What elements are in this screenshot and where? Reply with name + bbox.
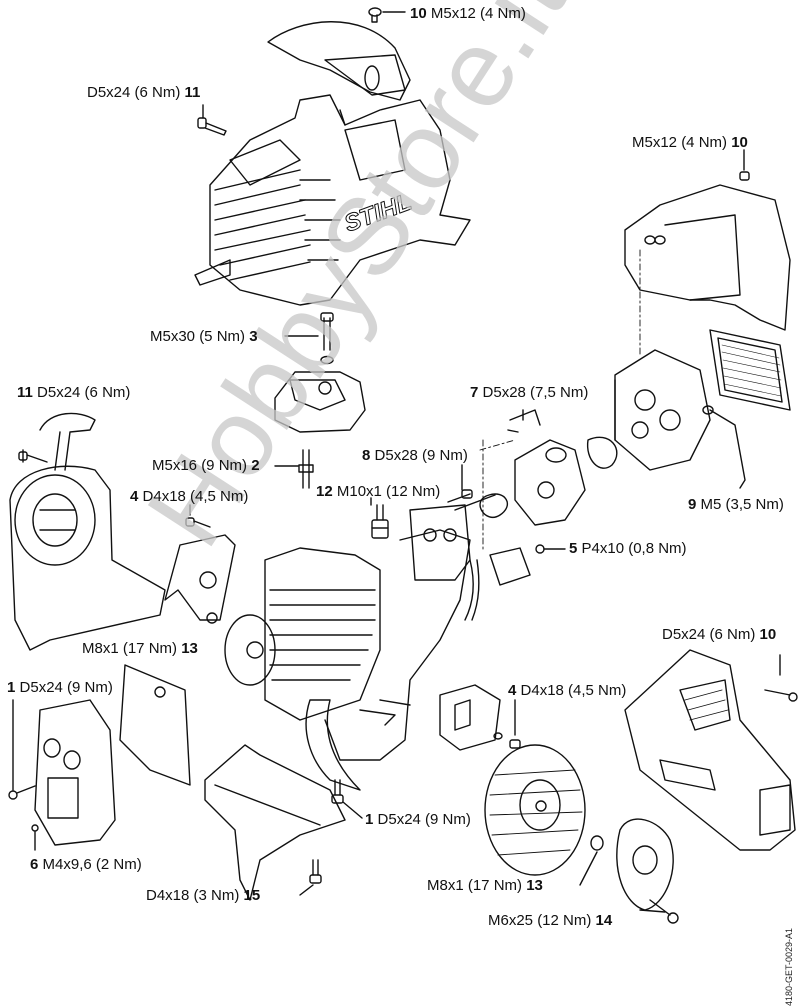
label-12-spark-plug: 12 M10x1 (12 Nm): [316, 483, 441, 500]
exploded-parts-diagram: STIHL: [8, 7, 798, 924]
label-8-manifold: 8 D5x28 (9 Nm): [362, 447, 468, 464]
label-4-pump-cover: 4 D4x18 (4,5 Nm): [130, 488, 249, 505]
air-filter-base: [614, 349, 746, 489]
rewind-starter: [9, 412, 166, 651]
screw-11-shroud: [197, 104, 227, 136]
ignition-module: [439, 559, 521, 751]
muffler: [8, 699, 116, 851]
label-15-tank: D4x18 (3 Nm) 15: [146, 887, 261, 904]
assembly-guide-lines: [479, 249, 641, 551]
spark-plug: [370, 497, 389, 539]
air-filter-element: [709, 329, 791, 411]
screw-10-top: [368, 7, 406, 23]
intake-manifold: [409, 464, 496, 581]
engine-shroud: [194, 21, 471, 306]
cylinder-assembly: [224, 529, 471, 791]
label-10-filter-cover: M5x12 (4 Nm) 10: [632, 134, 748, 151]
label-13-nut: M8x1 (17 Nm) 13: [82, 640, 198, 657]
shroud-brand-logo: STIHL: [341, 189, 415, 238]
label-5-throttle: 5 P4x10 (0,8 Nm): [569, 540, 687, 557]
air-filter-cover: [624, 149, 791, 331]
label-3-cylinder-cover: M5x30 (5 Nm) 3: [150, 328, 258, 345]
label-13-flywheel-nut: M8x1 (17 Nm) 13: [427, 877, 543, 894]
label-14-clutch: M6x25 (12 Nm) 14: [488, 912, 613, 929]
cylinder-cover: [274, 312, 366, 433]
label-11-shroud: D5x24 (6 Nm) 11: [87, 84, 201, 101]
muffler-gasket: [119, 664, 191, 786]
fan-housing: [624, 649, 798, 851]
flywheel: [484, 744, 604, 886]
clutch: [616, 818, 679, 924]
label-1-crankcase: 1 D5x24 (9 Nm): [365, 811, 471, 828]
label-2-stud: M5x16 (9 Nm) 2: [152, 457, 260, 474]
label-4-ignition: 4 D4x18 (4,5 Nm): [508, 682, 627, 699]
label-10-top-shroud: 10 M5x12 (4 Nm): [410, 5, 526, 22]
stud-2: [274, 449, 314, 489]
throttle-parts: [489, 544, 566, 586]
label-6-muffler-cover: 6 M4x9,6 (2 Nm): [30, 856, 142, 873]
label-9-filter-nut: 9 M5 (3,5 Nm): [688, 496, 784, 513]
label-1-muffler: 1 D5x24 (9 Nm): [7, 679, 113, 696]
label-7-carburetor: 7 D5x28 (7,5 Nm): [470, 384, 589, 401]
fuel-tank-base: [204, 744, 363, 901]
pump-cover: [164, 504, 236, 624]
carburetor: [479, 409, 618, 526]
label-10-fan-housing: D5x24 (6 Nm) 10: [662, 626, 777, 643]
drawing-code: 4180-GET-0029-A1: [784, 928, 794, 1006]
label-11-starter: 11 D5x24 (6 Nm): [17, 384, 131, 401]
